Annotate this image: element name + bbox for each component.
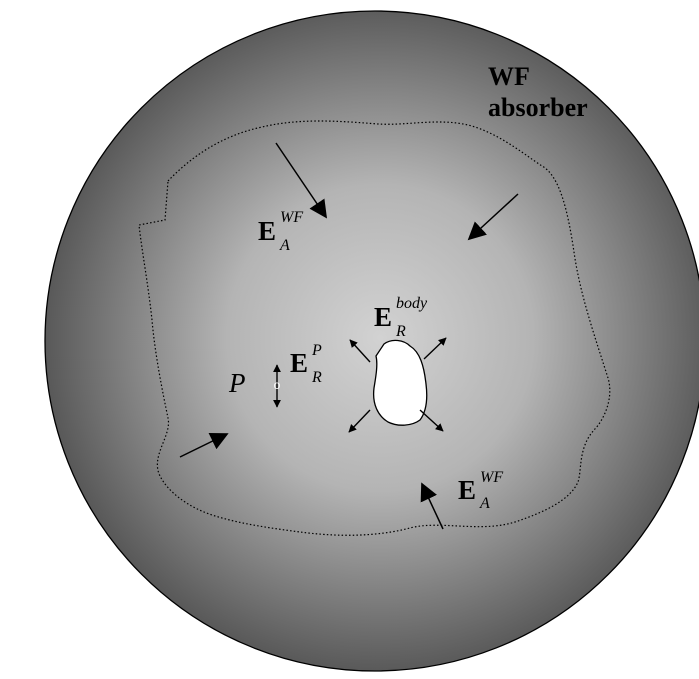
label-ea-wf-top: E WF A — [258, 209, 303, 254]
ea-bottom-sup: WF — [480, 469, 503, 486]
er-p-sup: P — [311, 342, 322, 359]
er-body-sup: body — [396, 295, 428, 312]
incident-arrow-bottom — [420, 482, 444, 530]
er-p-sub: R — [311, 369, 322, 386]
scatter-arrow-down-left — [348, 409, 371, 433]
ea-top-main: E — [258, 216, 276, 246]
incident-arrow-top-right — [467, 193, 519, 241]
ea-top-sub: A — [279, 237, 290, 254]
label-er-p: E P R — [290, 342, 322, 386]
er-body-main: E — [374, 302, 392, 332]
incident-arrow-left — [179, 433, 229, 458]
point-marker: o — [274, 378, 281, 392]
point-p-label: P — [228, 368, 246, 398]
absorber-label-line2: absorber — [488, 93, 588, 122]
scattering-body — [372, 339, 428, 426]
label-er-body: E body R — [374, 295, 428, 340]
scatter-arrow-down-right — [419, 409, 444, 432]
incident-arrow-top-left — [275, 142, 328, 219]
ea-top-sup: WF — [280, 209, 303, 226]
absorber-sphere — [44, 10, 699, 672]
scatter-arrow-up-right — [423, 337, 447, 360]
ea-bottom-main: E — [458, 475, 476, 505]
label-ea-wf-bottom: E WF A — [458, 469, 503, 512]
scatter-arrow-up-left — [349, 339, 371, 363]
absorber-label-line1: WF — [488, 62, 530, 91]
er-body-sub: R — [395, 323, 406, 340]
ea-bottom-sub: A — [479, 495, 490, 512]
er-p-main: E — [290, 348, 308, 378]
